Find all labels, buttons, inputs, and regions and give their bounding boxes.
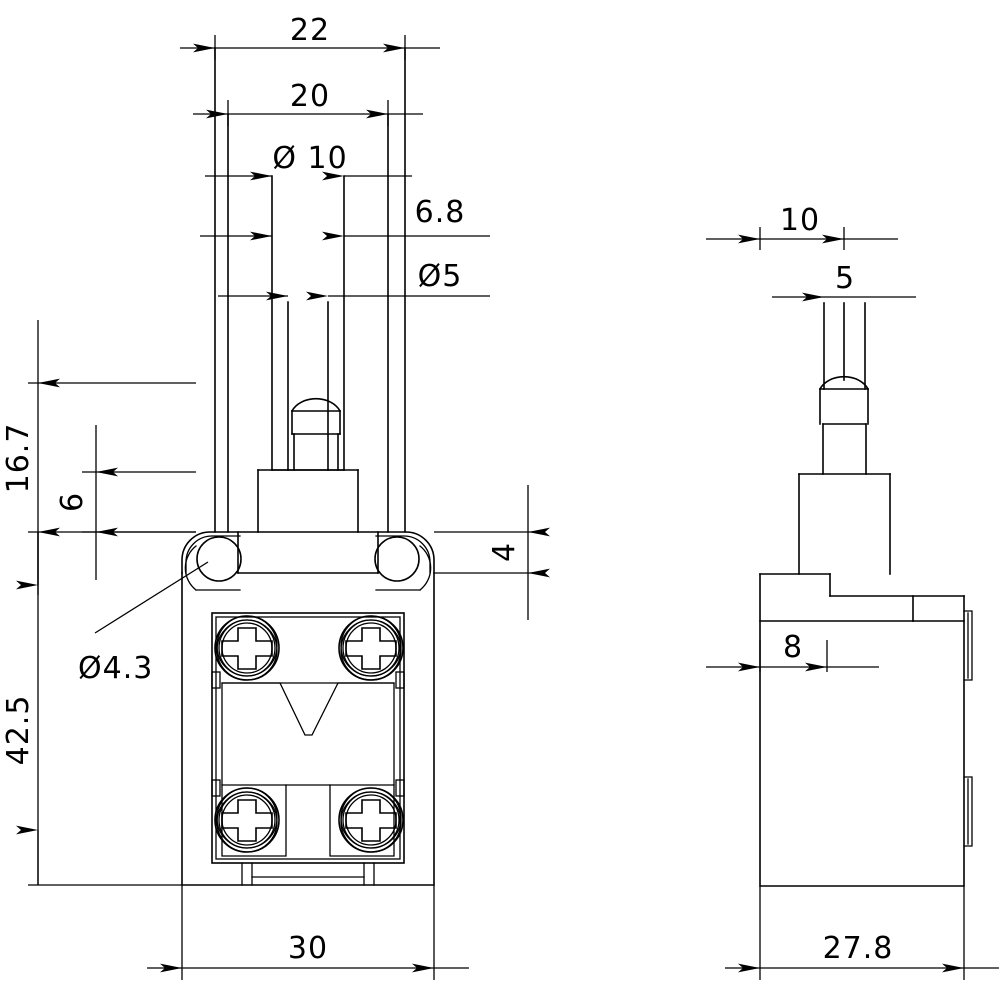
dim-22: 22 (180, 13, 440, 60)
dim-dia-10: Ø 10 (205, 141, 412, 181)
dim-8: 8 (706, 630, 879, 672)
screw-bottom-left (214, 787, 280, 853)
dim-label-30: 30 (288, 931, 328, 966)
dim-label-10: 10 (780, 203, 820, 238)
front-body-outline (181, 531, 435, 886)
dim-30: 30 (147, 885, 469, 980)
dim-label-22: 22 (290, 13, 330, 48)
dim-5: 5 (772, 261, 916, 302)
dim-dia-4-3: Ø4.3 (78, 561, 209, 686)
side-view-dimensions: 10 5 8 27.8 (706, 203, 999, 980)
dim-label-20: 20 (290, 79, 330, 114)
terminal-block (211, 612, 405, 886)
mount-hole-right (374, 536, 420, 582)
dim-10: 10 (706, 203, 898, 250)
dim-label-6: 6 (55, 492, 90, 512)
screw-top-left (214, 615, 280, 681)
dim-label-5: 5 (835, 261, 855, 296)
dim-6: 6 (55, 425, 196, 580)
dim-4: 4 (434, 485, 550, 620)
dim-label-42-5: 42.5 (1, 695, 36, 766)
dim-label-16-7: 16.7 (1, 423, 36, 494)
side-view (759, 302, 973, 887)
dim-20: 20 (193, 79, 423, 126)
side-collar (798, 473, 891, 575)
front-plunger-assembly (214, 47, 406, 533)
dim-27-8: 27.8 (725, 886, 999, 980)
front-view (181, 47, 435, 886)
dim-label-4: 4 (487, 542, 522, 562)
dim-6-8: 6.8 (200, 195, 490, 241)
dim-label-dia-4-3: Ø4.3 (78, 651, 153, 686)
dim-dia-5: Ø5 (218, 259, 490, 301)
front-view-dimensions: 22 20 Ø 10 6.8 Ø5 (1, 13, 550, 980)
terminal-screws (214, 615, 404, 853)
side-body-outline (759, 573, 965, 887)
side-plunger (818, 302, 870, 475)
dim-42-5: 42.5 (1, 532, 182, 886)
mount-hole-left (196, 536, 242, 582)
dim-16-7: 16.7 (1, 320, 196, 595)
dim-label-dia-5: Ø5 (418, 259, 463, 294)
dim-label-27-8: 27.8 (823, 931, 894, 966)
side-edge-tabs (963, 610, 973, 847)
dim-label-8: 8 (783, 630, 803, 665)
mounting-ears (184, 535, 432, 591)
screw-top-right (338, 615, 404, 681)
dim-label-6-8: 6.8 (415, 195, 466, 230)
dim-label-dia-10: Ø 10 (272, 141, 347, 176)
screw-bottom-right (338, 787, 404, 853)
